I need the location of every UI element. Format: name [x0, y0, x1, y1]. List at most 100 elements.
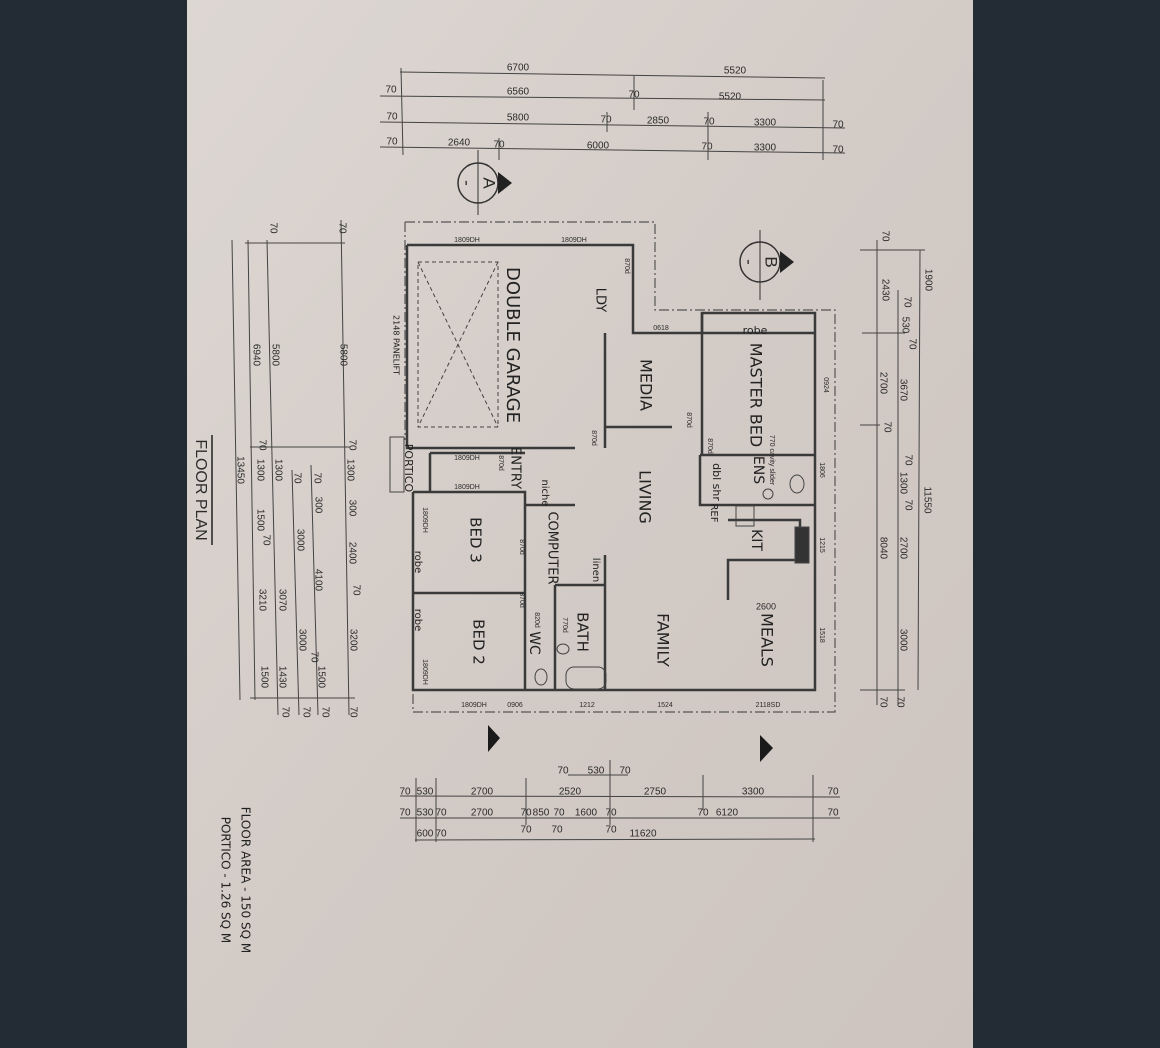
room-label-garage: DOUBLE GARAGE	[502, 267, 523, 423]
paper-sheet	[187, 0, 973, 1048]
dimension-label: 2850	[647, 116, 670, 127]
opening-label: 870d	[706, 438, 713, 454]
opening-label: 870d	[623, 258, 630, 274]
opening-label: 1809DH	[421, 659, 428, 685]
dimension-label: 300	[346, 500, 357, 517]
dimension-label: 2700	[471, 787, 494, 798]
room-label-family: FAMILY	[654, 613, 673, 667]
room-label-laundry: LDY	[593, 288, 608, 313]
dimension-label: 70	[291, 472, 302, 484]
dimension-label: 3670	[897, 379, 908, 402]
opening-label: 1524	[657, 702, 673, 709]
dimension-label: 600	[417, 829, 434, 840]
dimension-label: 70	[553, 808, 565, 819]
dimension-label: 3070	[276, 589, 287, 612]
dimension-label: 70	[435, 829, 447, 840]
dimension-label: 70	[386, 112, 398, 123]
dimension-label: 5800	[337, 344, 348, 367]
room-label-master: MASTER BED	[747, 343, 766, 447]
opening-label: 1215	[818, 537, 825, 553]
room-label-living: LIVING	[636, 470, 655, 524]
fixtures	[389, 436, 810, 690]
section-marker-letter: B	[762, 256, 781, 267]
dimension-label: 70	[520, 808, 532, 819]
opening-label: 1809DH	[454, 455, 480, 462]
opening-label: 1806	[818, 462, 825, 478]
bathtub-icon	[565, 666, 607, 690]
dimension-label: 5800	[507, 113, 530, 124]
dimension-label: 6700	[507, 63, 530, 74]
dimension-label: 70	[906, 338, 917, 350]
dimension-label: 3210	[256, 589, 267, 612]
dimension-label: 5800	[269, 344, 280, 367]
room-label-bath: BATH	[574, 612, 592, 652]
dimension-label: 300	[312, 497, 323, 514]
dimension-label: 70	[493, 140, 505, 151]
room-label-niche: niche	[539, 479, 550, 506]
section-marker-sheet: -	[740, 259, 759, 265]
room-label-robe: robe	[743, 324, 768, 337]
opening-label: 870d	[518, 539, 525, 555]
opening-label: 820d	[533, 612, 540, 628]
bottom-dimension-lines	[399, 760, 841, 842]
dimension-label: 70	[260, 534, 271, 546]
opening-label: 0906	[507, 702, 523, 709]
dimension-label: 70	[386, 137, 398, 148]
room-label-robe: robe	[412, 551, 423, 574]
room-label-computer: COMPUTER	[545, 511, 560, 584]
section-arrow-b	[760, 735, 773, 762]
dimension-label: 70	[619, 766, 631, 777]
dimension-label: 2700	[897, 537, 908, 560]
dimension-label: 70	[350, 584, 361, 596]
dimension-label: 70	[520, 825, 532, 836]
basin-icon	[762, 488, 774, 500]
floor-area-note: FLOOR AREA - 150 SQ M	[239, 807, 253, 953]
room-label-linen: linen	[590, 558, 601, 582]
section-marker-b	[739, 230, 794, 300]
dimension-label: 70	[902, 454, 913, 466]
dimension-label: 2700	[877, 372, 888, 395]
dimension-label: 4100	[312, 569, 323, 592]
dimension-label: 70	[551, 825, 563, 836]
dimension-label: 1900	[922, 269, 933, 292]
dimension-label: 1500	[258, 666, 269, 689]
opening-label: 0924	[822, 377, 829, 393]
dimension-label: 70	[605, 808, 617, 819]
dimension-label: 70	[347, 706, 358, 718]
dimension-label: 2430	[879, 279, 890, 302]
room-label-bed3: BED 3	[467, 517, 485, 563]
dimension-label: 70	[267, 222, 278, 234]
dimension-label: 2640	[448, 138, 471, 149]
opening-label: 770 cavity slider	[768, 435, 775, 486]
portico-step	[389, 436, 405, 493]
dimension-label: 70	[300, 706, 311, 718]
wc-toilet-icon	[534, 668, 548, 686]
dimension-label: 3300	[754, 118, 777, 129]
cooktop-icon	[735, 505, 755, 527]
dimension-label: 70	[703, 117, 715, 128]
room-label-portico: PORTICO	[402, 444, 415, 493]
room-label-panelift: 2148 PANELIFT	[392, 315, 401, 375]
dimension-label: 3000	[897, 629, 908, 652]
top-dimension-lines	[379, 67, 846, 160]
sink-icon	[794, 526, 810, 564]
dimension-label: 530	[588, 766, 605, 777]
dimension-label: 530	[417, 808, 434, 819]
dimension-label: 3200	[347, 629, 358, 652]
dimension-label: 70	[902, 499, 913, 511]
dimension-label: 11550	[921, 486, 932, 514]
drawing-title: FLOOR PLAN	[192, 439, 209, 540]
dimension-label: 70	[557, 766, 569, 777]
dimension-label: 3000	[294, 529, 305, 552]
room-label-ensuite: ENS	[750, 456, 766, 484]
opening-label: 1212	[579, 702, 595, 709]
dimension-label: 2600	[756, 601, 776, 611]
opening-label: 870d	[497, 455, 504, 471]
dimension-label: 6560	[507, 87, 530, 98]
section-marker-a	[457, 150, 512, 215]
dimension-label: 70	[256, 439, 267, 451]
dimension-label: 530	[899, 317, 910, 334]
room-label-entry: ENTRY	[508, 447, 523, 489]
dimension-label: 70	[901, 296, 912, 308]
